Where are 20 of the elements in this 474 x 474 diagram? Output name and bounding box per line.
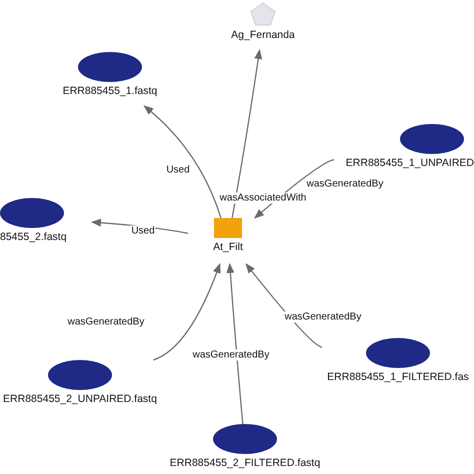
- edge-label: wasGeneratedBy: [284, 312, 362, 322]
- node-label: ERR885455_2_UNPAIRED.fastq: [3, 393, 157, 405]
- edge-label: wasAssociatedWith: [218, 192, 308, 204]
- edge-label: Used: [165, 164, 191, 176]
- edge-label: wasGeneratedBy: [192, 350, 270, 360]
- node-label: ERR885455_2_FILTERED.fastq: [170, 457, 320, 469]
- node-label: ERR885455_1_UNPAIRED: [346, 157, 474, 169]
- node-label: At_Filt: [213, 241, 243, 253]
- arrow: [226, 263, 244, 424]
- arrow: [153, 263, 220, 361]
- arrow: [232, 49, 262, 218]
- edge-label: wasGeneratedBy: [306, 178, 384, 190]
- node-label: 85455_2.fastq: [0, 231, 67, 243]
- arrow: [143, 105, 222, 218]
- edge-label: wasGeneratedBy: [66, 316, 146, 328]
- node-label: ERR885455_1_FILTERED.fas: [327, 371, 469, 383]
- arrow: [246, 263, 322, 348]
- node-label: Ag_Fernanda: [231, 29, 295, 41]
- edge-label: Used: [130, 226, 156, 236]
- node-label: ERR885455_1.fastq: [62, 85, 158, 97]
